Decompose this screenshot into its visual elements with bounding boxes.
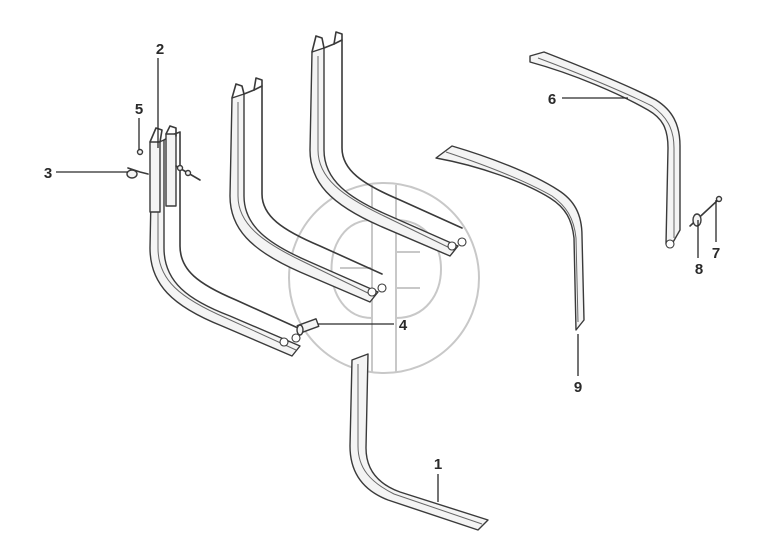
shank-front [149,125,301,357]
guard-strip-part-9 [435,145,585,331]
bolt-assembly [126,148,201,181]
callout-7: 7 [712,245,720,262]
watermark-logo [288,182,480,374]
callout-3: 3 [44,165,52,182]
bow-part-6 [529,51,681,249]
shank-rear [309,31,467,257]
callout-2: 2 [156,41,164,58]
tine-part-1 [349,353,489,531]
leader-lines [56,58,717,502]
callout-8: 8 [695,261,703,278]
callout-6: 6 [548,91,556,108]
bolt-part-7-8 [689,195,723,227]
callout-5: 5 [135,101,143,118]
callout-4: 4 [399,317,408,334]
shank-middle [229,77,387,303]
callout-9: 9 [574,379,582,396]
pin-part-4 [296,318,320,336]
callout-1: 1 [434,456,442,473]
